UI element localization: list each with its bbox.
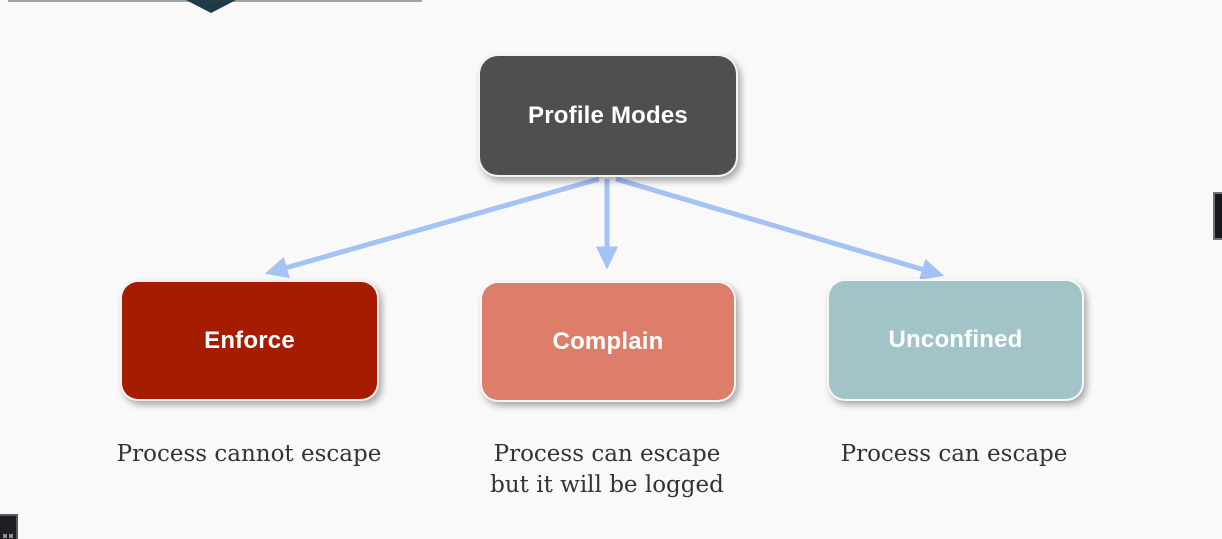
right-edge-bar-fragment [1213,192,1222,240]
node-profile-modes: Profile Modes [478,54,738,177]
diamond-logo-icon [186,0,236,13]
description-enforce: Process cannot escape [116,441,382,467]
tile-speck [3,534,7,538]
bottom-left-tile-fragment [0,514,18,539]
node-unconfined: Unconfined [827,279,1084,401]
node-complain-label: Complain [552,327,664,355]
node-enforce: Enforce [120,280,379,401]
node-profile-modes-label: Profile Modes [528,101,688,129]
node-enforce-label: Enforce [204,326,295,354]
tile-speck [9,534,13,538]
arrow-root-to-unconfined [615,176,945,280]
description-unconfined: Process can escape [840,441,1068,467]
node-complain: Complain [480,281,736,402]
top-edge-line [8,0,422,2]
arrow-root-to-enforce [264,176,600,279]
description-complain: Process can escape but it will be logged [490,441,724,498]
node-unconfined-label: Unconfined [888,326,1023,353]
